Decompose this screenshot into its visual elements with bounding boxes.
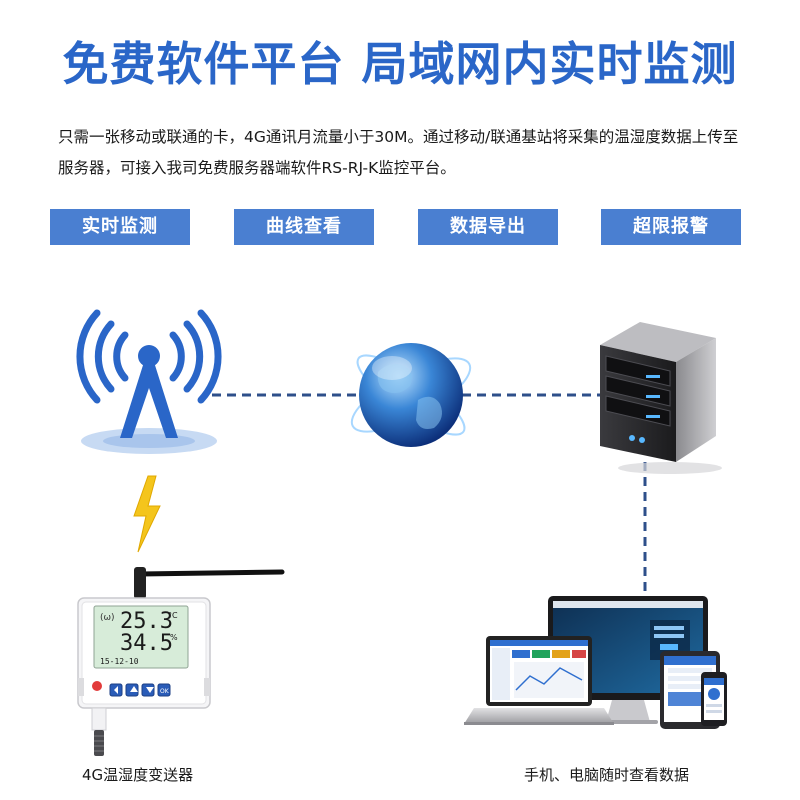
signal-tower-icon [76, 309, 222, 454]
device-caption: 4G温湿度变送器 [82, 766, 194, 784]
device-left-icon [114, 686, 118, 694]
feature-overlimit-alarm[interactable]: 超限报警 [601, 209, 741, 245]
device-display-date: 15-12-10 [100, 657, 139, 666]
page-title: 免费软件平台 局域网内实时监测 [62, 37, 738, 91]
device-display-bottom: 34.5 [120, 631, 173, 656]
feature-realtime-monitoring[interactable]: 实时监测 [50, 209, 190, 245]
device-ok-button [157, 683, 171, 697]
lightning-icon [133, 475, 161, 553]
feature-data-export[interactable]: 数据导出 [418, 209, 558, 245]
server-icon [600, 322, 722, 474]
device-signal-icon: (ω) [100, 613, 115, 623]
globe-icon [350, 343, 472, 447]
device-unit-hum: % [170, 633, 178, 642]
endpoints-caption: 手机、电脑随时查看数据 [524, 766, 690, 784]
device-down-icon [146, 687, 154, 693]
device-ok-label: OK [160, 688, 170, 695]
device-display-top: 25.3 [120, 609, 173, 634]
transmitter-device [77, 567, 285, 756]
feature-curve-view[interactable]: 曲线查看 [234, 209, 374, 245]
connection-lines [212, 393, 647, 596]
device-up-icon [130, 686, 138, 692]
device-unit-temp: °C [168, 611, 178, 620]
description: 只需一张移动或联通的卡，4G通讯月流量小于30M。通过移动/联通基站将采集的温湿… [58, 128, 739, 177]
laptop-icon [464, 636, 614, 725]
phone-icon [701, 672, 727, 726]
